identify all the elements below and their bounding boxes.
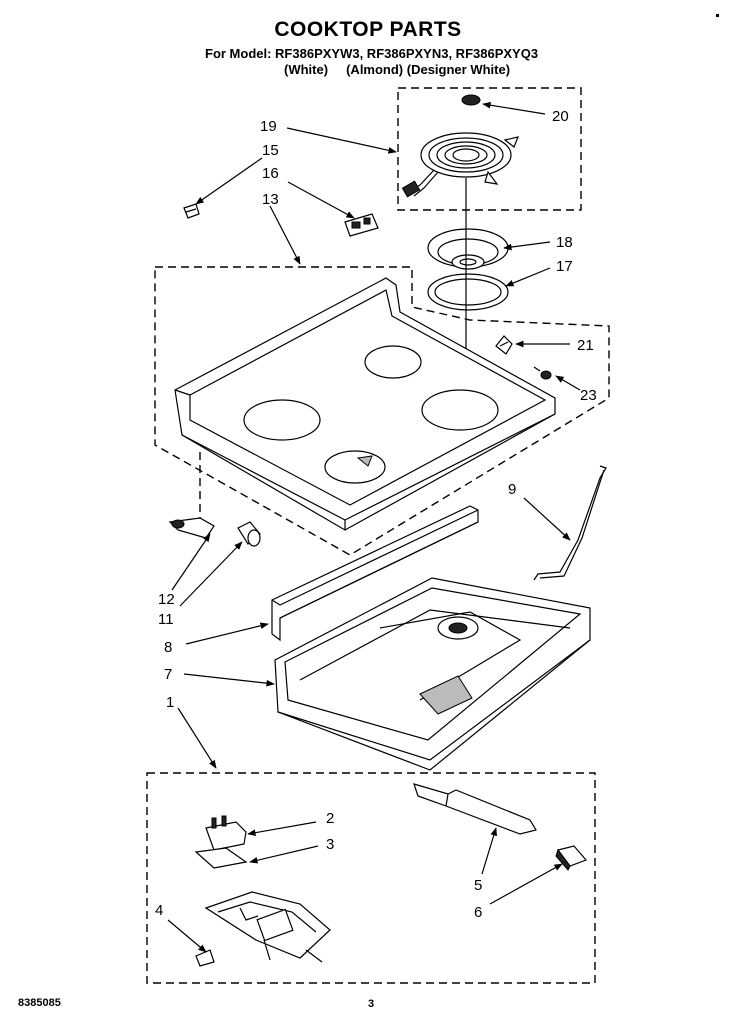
- part-11-spacer: [237, 521, 261, 547]
- callout-18: 18: [556, 234, 573, 251]
- element-group-box: [397, 87, 582, 211]
- callout-12: 12: [158, 591, 175, 608]
- part-17-trim-ring: [427, 273, 509, 311]
- callout-19: 19: [260, 118, 277, 135]
- callout-9: 9: [508, 481, 516, 498]
- footer-document-code: 8385085: [18, 997, 61, 1009]
- callout-13: 13: [262, 191, 279, 208]
- part-2-switch: [205, 815, 247, 851]
- part-9-rod: [533, 465, 607, 581]
- part-18-drip-bowl: [427, 228, 509, 270]
- callout-5: 5: [474, 877, 482, 894]
- control-bracket-assembly: [204, 891, 331, 963]
- part-20-cap: [461, 94, 481, 106]
- callout-11: 11: [158, 611, 174, 628]
- color-list: (White) (Almond) (Designer White): [284, 62, 511, 77]
- callout-4: 4: [155, 902, 163, 919]
- part-4-tab: [195, 949, 215, 967]
- part-23-screw: [533, 366, 552, 380]
- callout-6: 6: [474, 904, 482, 921]
- part-8-front-strip: [271, 505, 479, 642]
- callout-7: 7: [164, 666, 172, 683]
- callout-15: 15: [262, 142, 279, 159]
- callout-23: 23: [580, 387, 597, 404]
- part-19-surface-element: [401, 132, 519, 198]
- callout-17: 17: [556, 258, 573, 275]
- callout-16: 16: [262, 165, 279, 182]
- callout-8: 8: [164, 639, 172, 656]
- part-5-bracket: [413, 783, 537, 835]
- footer-page-number: 3: [368, 998, 375, 1010]
- part-3-insulator: [194, 847, 248, 869]
- page-title: COOKTOP PARTS: [274, 18, 462, 41]
- cooktop-group-box: [154, 266, 610, 556]
- leader-lines: [167, 101, 581, 953]
- part-13-cooktop: [174, 277, 556, 532]
- registration-mark: [716, 14, 719, 17]
- callout-3: 3: [326, 836, 334, 853]
- part-15-clip: [183, 203, 200, 219]
- callout-21: 21: [577, 337, 594, 354]
- callout-20: 20: [552, 108, 569, 125]
- control-group-box: [146, 772, 596, 984]
- callout-1: 1: [166, 694, 174, 711]
- part-16-terminal-block: [344, 213, 379, 237]
- part-12-spring-clip: [168, 517, 215, 539]
- part-6-block: [555, 845, 588, 871]
- callout-labels: 20 19 15 16 13 18 17 21 23 9 12 11 8 7 1…: [155, 108, 597, 921]
- part-21-clip: [495, 335, 513, 355]
- callout-2: 2: [326, 810, 334, 827]
- part-7-burner-box: [274, 577, 591, 771]
- model-list: For Model: RF386PXYW3, RF386PXYN3, RF386…: [205, 46, 539, 61]
